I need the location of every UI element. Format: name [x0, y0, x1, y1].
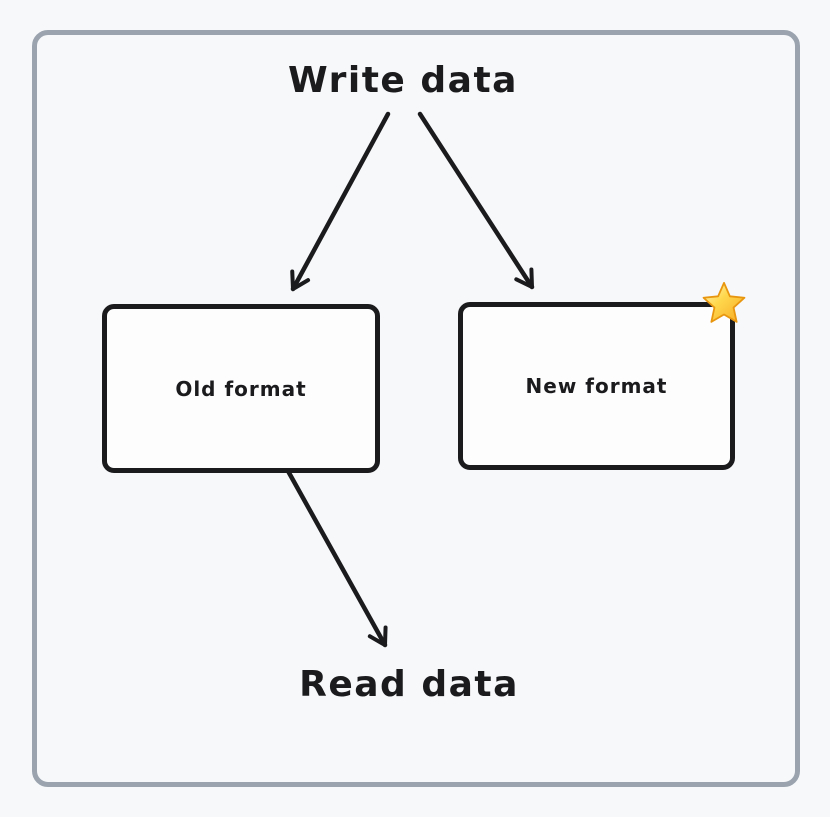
old-format-label: Old format — [175, 376, 307, 401]
read-data-label: Read data — [299, 664, 519, 705]
new-format-node: New format — [458, 302, 735, 470]
new-format-label: New format — [525, 374, 668, 398]
star-icon — [702, 281, 746, 323]
outer-frame — [32, 30, 800, 787]
old-format-node: Old format — [102, 304, 380, 473]
write-data-label: Write data — [288, 60, 518, 101]
